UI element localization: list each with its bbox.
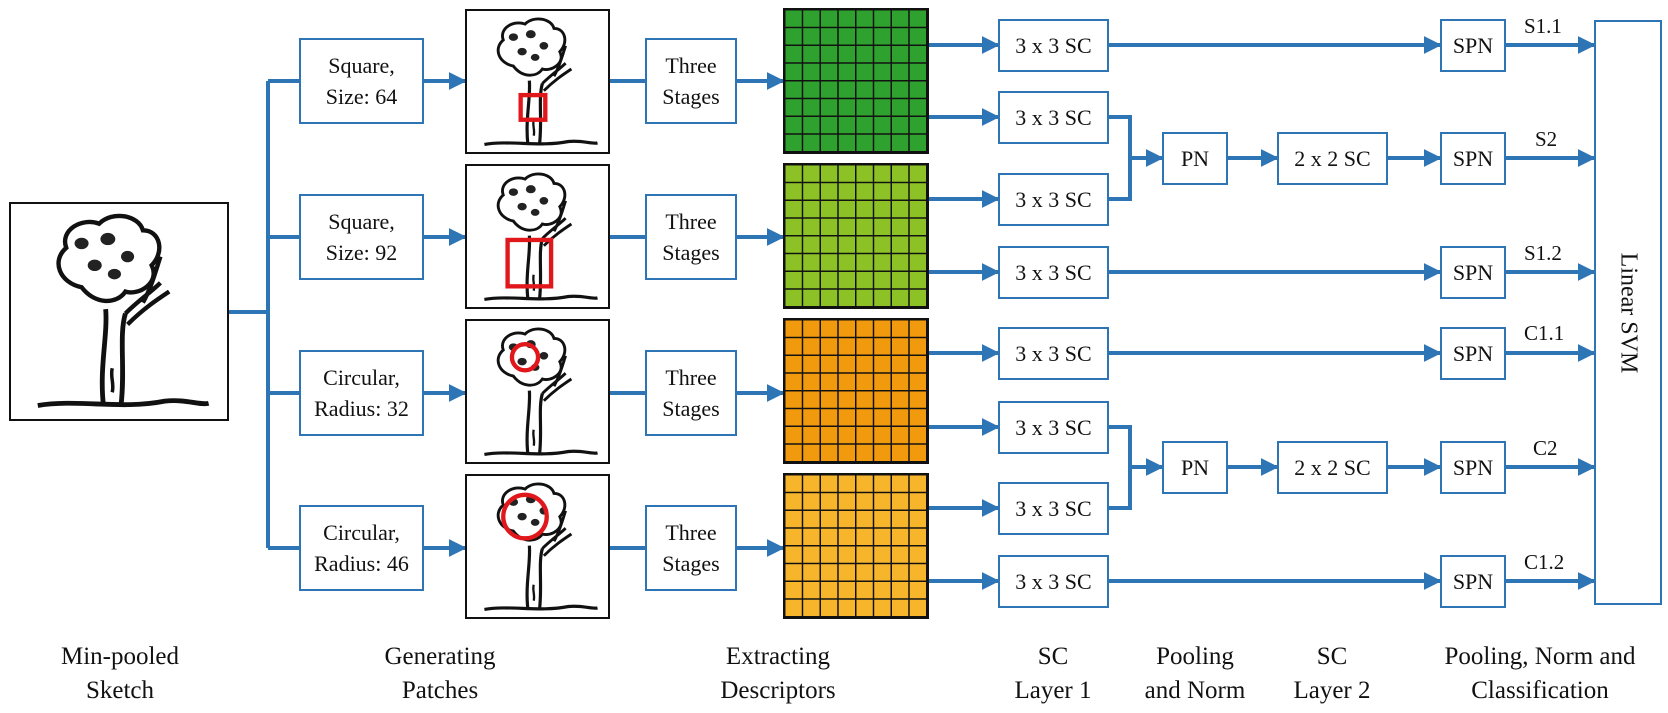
- sc-layer2-box: 2 x 2 SC: [1277, 441, 1388, 494]
- sc-layer2-box: 2 x 2 SC: [1277, 132, 1388, 185]
- spn-box: SPN: [1440, 555, 1506, 608]
- three-stages-box: Three Stages: [645, 194, 737, 280]
- patch-type-square-92: Square, Size: 92: [299, 194, 424, 280]
- patch-type-square-64: Square, Size: 64: [299, 38, 424, 124]
- stage-label-final: Pooling, Norm and Classification: [1444, 643, 1636, 704]
- patch-image-square-64: [465, 9, 610, 154]
- linear-svm-box: Linear SVM: [1594, 20, 1662, 605]
- pn-box: PN: [1162, 132, 1228, 185]
- output-label-c1-2: C1.2: [1524, 550, 1565, 574]
- output-label-s1-1: S1.1: [1524, 14, 1562, 38]
- descriptor-grid: [783, 473, 929, 619]
- spn-box: SPN: [1440, 327, 1506, 380]
- tree-sketch-icon: [37, 213, 210, 408]
- patch-type-circular-32: Circular, Radius: 32: [299, 350, 424, 436]
- linear-svm-label: Linear SVM: [1615, 252, 1642, 373]
- spn-box: SPN: [1440, 246, 1506, 299]
- stage-label-pooling-norm: Pooling and Norm: [1144, 643, 1246, 704]
- sc-layer1-box: 3 x 3 SC: [998, 173, 1109, 226]
- sc-layer1-box: 3 x 3 SC: [998, 327, 1109, 380]
- spn-box: SPN: [1440, 132, 1506, 185]
- stage-label-patches: Generating Patches: [384, 643, 496, 704]
- merge-bracket-line: [1109, 425, 1132, 510]
- patch-image-circular-46: [465, 474, 610, 619]
- output-label-s2: S2: [1535, 127, 1558, 151]
- stage-label-descriptors: Extracting Descriptors: [720, 643, 836, 704]
- descriptor-grid: [783, 163, 929, 309]
- patch-image-square-92: [465, 164, 610, 309]
- three-stages-box: Three Stages: [645, 38, 737, 124]
- spn-box: SPN: [1440, 19, 1506, 72]
- descriptor-grid: [783, 8, 929, 154]
- output-label-s1-2: S1.2: [1524, 241, 1562, 265]
- stage-label-sketch: Min-pooled Sketch: [60, 643, 180, 704]
- sc-layer1-box: 3 x 3 SC: [998, 401, 1109, 454]
- pn-box: PN: [1162, 441, 1228, 494]
- patch-image-circular-32: [465, 319, 610, 464]
- spn-box: SPN: [1440, 441, 1506, 494]
- sc-layer1-box: 3 x 3 SC: [998, 246, 1109, 299]
- sc-layer1-box: 3 x 3 SC: [998, 19, 1109, 72]
- stage-label-sc-layer1: SC Layer 1: [1014, 643, 1092, 704]
- output-label-c1-1: C1.1: [1524, 321, 1565, 345]
- min-pooled-sketch-image: [9, 202, 229, 421]
- three-stages-box: Three Stages: [645, 505, 737, 591]
- sc-layer1-box: 3 x 3 SC: [998, 555, 1109, 608]
- sc-layer1-box: 3 x 3 SC: [998, 482, 1109, 535]
- patch-type-circular-46: Circular, Radius: 46: [299, 505, 424, 591]
- three-stages-box: Three Stages: [645, 350, 737, 436]
- merge-bracket-line: [1109, 115, 1132, 201]
- stage-label-sc-layer2: SC Layer 2: [1293, 643, 1371, 704]
- descriptor-grid: [783, 318, 929, 464]
- sc-layer1-box: 3 x 3 SC: [998, 91, 1109, 144]
- output-label-c2: C2: [1533, 436, 1558, 460]
